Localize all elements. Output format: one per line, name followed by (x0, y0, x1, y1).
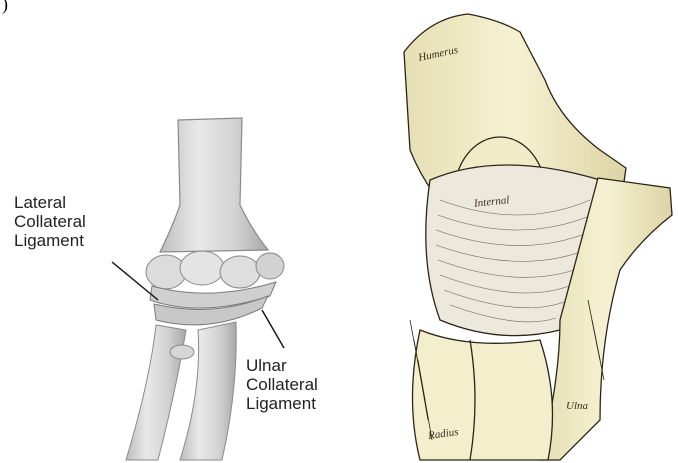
label-line: Lateral (14, 193, 86, 212)
ulnar-collateral-ligament-label: Ulnar Collateral Ligament (246, 356, 318, 413)
label-line: Ligament (246, 394, 318, 413)
right-elbow-engraving (404, 14, 672, 460)
label-line: Ligament (14, 231, 86, 250)
label-line: Collateral (14, 212, 86, 231)
ulna-engraving-label: Ulna (566, 400, 588, 412)
label-line: Collateral (246, 375, 318, 394)
lateral-collateral-ligament-label: Lateral Collateral Ligament (14, 193, 86, 250)
label-line: Ulnar (246, 356, 318, 375)
